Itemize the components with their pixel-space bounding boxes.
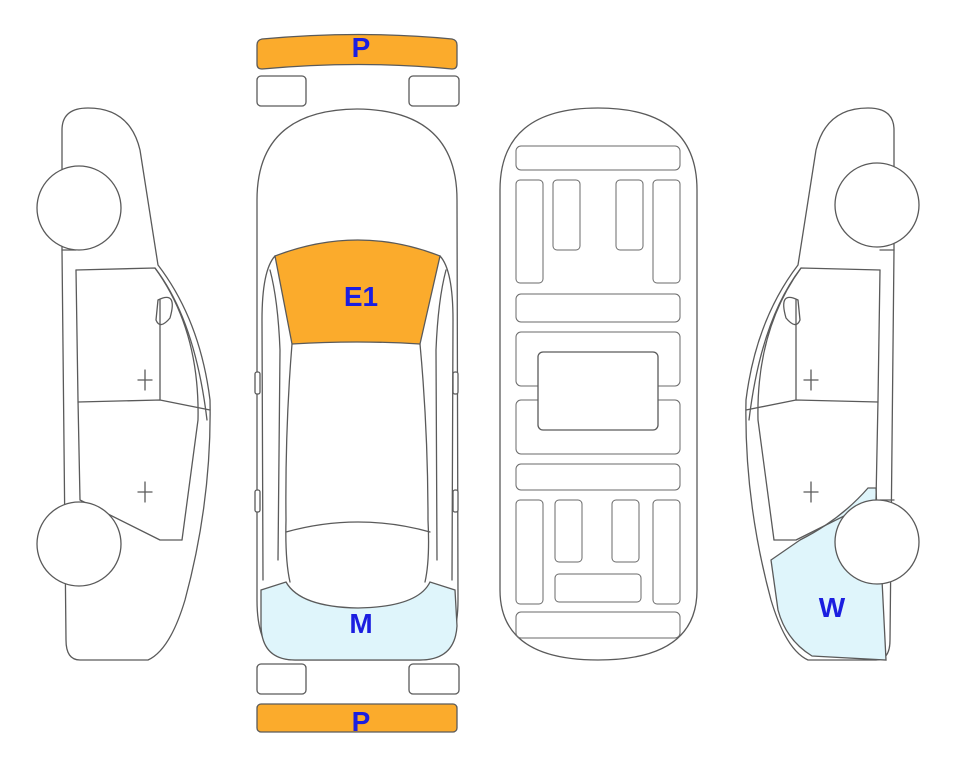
car-right-side-view: W bbox=[745, 107, 920, 661]
rear-left-light bbox=[256, 663, 307, 695]
label-front-bumper: P bbox=[352, 32, 371, 63]
car-top-view: P E1 M P bbox=[254, 32, 460, 737]
label-rear-bumper: P bbox=[352, 706, 371, 737]
top-body-outline bbox=[256, 108, 459, 661]
zone-front-bumper[interactable] bbox=[256, 33, 458, 70]
car-left-side-view bbox=[36, 107, 211, 661]
front-left-light bbox=[256, 75, 307, 107]
front-right-light bbox=[408, 75, 460, 107]
label-rear-section: M bbox=[349, 608, 372, 639]
rear-right-light bbox=[408, 663, 460, 695]
car-underside-view bbox=[499, 107, 698, 661]
zone-rear-bumper[interactable] bbox=[256, 703, 458, 733]
label-right-rear-quarter: W bbox=[819, 592, 846, 623]
zone-rear-section[interactable] bbox=[260, 581, 458, 661]
label-windshield: E1 bbox=[344, 281, 378, 312]
